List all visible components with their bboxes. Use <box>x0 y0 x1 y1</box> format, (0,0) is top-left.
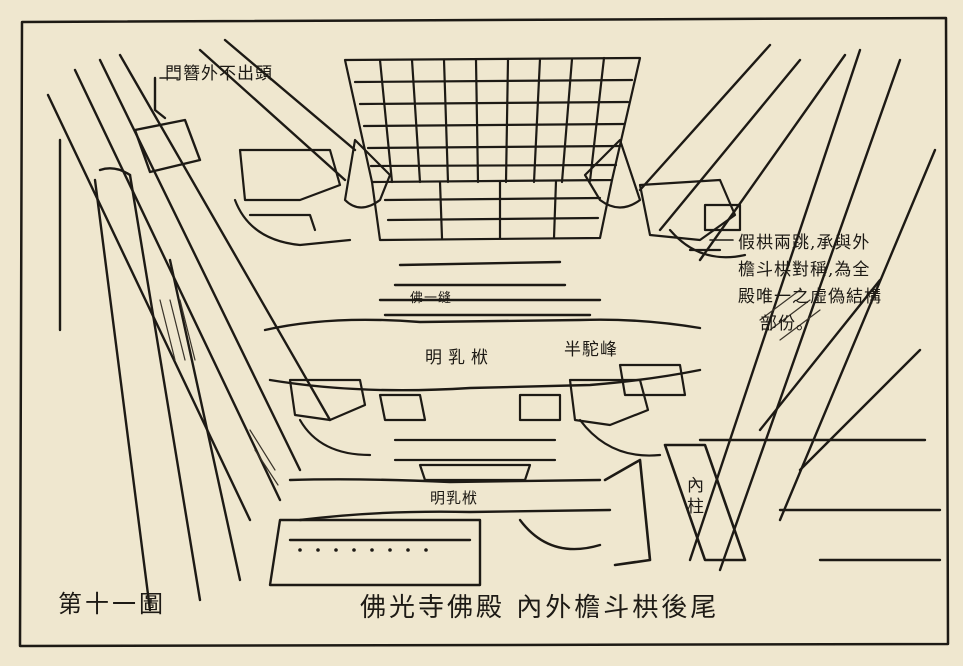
right-rafters <box>638 43 942 572</box>
inner-column-label: 內柱 <box>683 476 703 518</box>
upper-beam <box>263 260 702 392</box>
half-tuo-feng-label: 半駝峰 <box>564 340 618 360</box>
dotted-marks <box>298 548 428 552</box>
false-bracket-note-line-4: 部份。 <box>760 314 814 334</box>
left-rafters <box>46 38 357 612</box>
false-bracket-note-line-3: 殿唯一之虛偽結構 <box>738 287 882 307</box>
leader-lines <box>159 77 734 241</box>
upper-small-label: 佛一缝 <box>410 291 453 306</box>
door-bracket-box <box>133 76 202 174</box>
door-bracket-label: 門簪外不出頭 <box>165 64 273 84</box>
hatching <box>159 289 821 486</box>
figure-caption: 佛光寺佛殿 內外檐斗栱後尾 <box>360 593 720 623</box>
upper-beam-label: 明乳栿 <box>425 348 494 368</box>
ceiling-lattice <box>343 56 642 242</box>
upper-brackets <box>233 138 747 259</box>
false-bracket-note-line-2: 檐斗栱對稱,為全 <box>738 260 871 280</box>
false-bracket-note-line-1: 假栱兩跳,承與外 <box>738 233 871 253</box>
inner-column <box>603 443 747 567</box>
figure-number: 第十一圖 <box>58 590 166 618</box>
lower-beam <box>268 478 612 587</box>
frame-border <box>18 16 950 648</box>
lower-beam-label: 明乳栿 <box>430 489 479 507</box>
